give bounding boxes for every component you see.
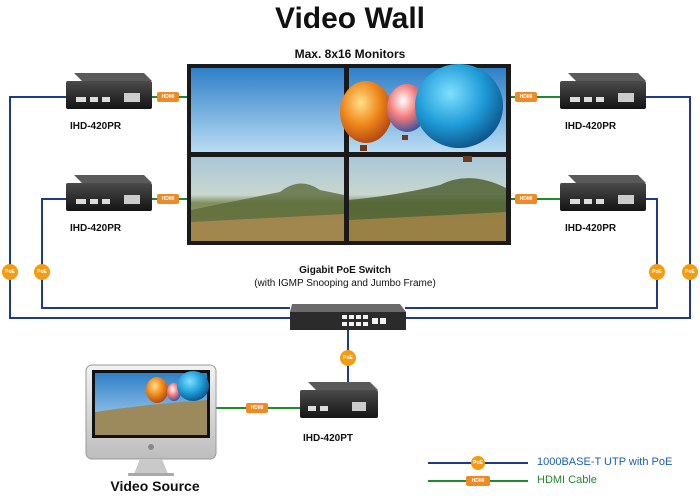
legend-poe-badge [471, 456, 485, 470]
switch-label: Gigabit PoE Switch (with IGMP Snooping a… [210, 264, 480, 290]
receiver-top-left [66, 73, 152, 109]
poe-badges [2, 264, 698, 470]
poe-switch [290, 304, 406, 330]
switch-subtitle: (with IGMP Snooping and Jumbo Frame) [254, 278, 436, 289]
poe-tag-1: PoE [5, 269, 15, 275]
poe-badge-1 [2, 264, 18, 280]
hdmi-tag-2: HDMI [161, 196, 175, 202]
hdmi-tag-5: HDMI [250, 405, 264, 411]
poe-tag-5: PoE [343, 355, 353, 361]
utp-cable-mid-right [405, 198, 658, 309]
monitor-1 [191, 68, 344, 152]
receiver-label-mid-right: IHD-420PR [565, 223, 617, 234]
poe-tag-3: PoE [652, 269, 662, 275]
hdmi-badge-1 [157, 92, 179, 102]
balloon-orange [340, 81, 392, 143]
hdmi-badges [157, 92, 537, 486]
video-source-computer [85, 364, 217, 476]
video-wall-subtitle: Max. 8x16 Monitors [294, 47, 406, 61]
switch-title: Gigabit PoE Switch [299, 265, 391, 276]
video-wall [187, 64, 511, 245]
hdmi-badge-4 [515, 194, 537, 204]
receiver-mid-right [560, 175, 646, 211]
hdmi-tag-3: HDMI [519, 94, 533, 100]
apple-logo-icon [148, 444, 154, 450]
legend-hdmi-badge [466, 476, 490, 486]
hdmi-tag-1: HDMI [161, 94, 175, 100]
hdmi-badge-2 [157, 194, 179, 204]
legend-utp-label: 1000BASE-T UTP with PoE [537, 456, 673, 468]
utp-cable-top-left [9, 96, 290, 319]
utp-cable-top-right [405, 96, 691, 319]
receiver-label-top-right: IHD-420PR [565, 121, 617, 132]
page-title: Video Wall [274, 2, 426, 35]
poe-badge-4 [682, 264, 698, 280]
poe-tag-2: PoE [37, 269, 47, 275]
receiver-label-mid-left: IHD-420PR [70, 223, 122, 234]
poe-badge-3 [649, 264, 665, 280]
poe-tag-4: PoE [685, 269, 695, 275]
hdmi-badge-5 [246, 403, 268, 413]
hdmi-badge-3 [515, 92, 537, 102]
receiver-label-top-left: IHD-420PR [70, 121, 122, 132]
receiver-mid-left [66, 175, 152, 211]
legend-poe-tag: PoE [473, 460, 483, 466]
balloon-blue [415, 64, 503, 148]
legend-hdmi-label: HDMI Cable [537, 474, 597, 486]
utp-cable-mid-left [41, 198, 290, 309]
hdmi-tag-4: HDMI [519, 196, 533, 202]
poe-badge-2 [34, 264, 50, 280]
receiver-top-right [560, 73, 646, 109]
video-source-label: Video Source [110, 478, 200, 494]
transmitter-label: IHD-420PT [303, 433, 354, 444]
poe-badge-5 [340, 350, 356, 366]
legend-hdmi-tag: HDMI [471, 478, 485, 484]
transmitter-device [300, 382, 378, 418]
